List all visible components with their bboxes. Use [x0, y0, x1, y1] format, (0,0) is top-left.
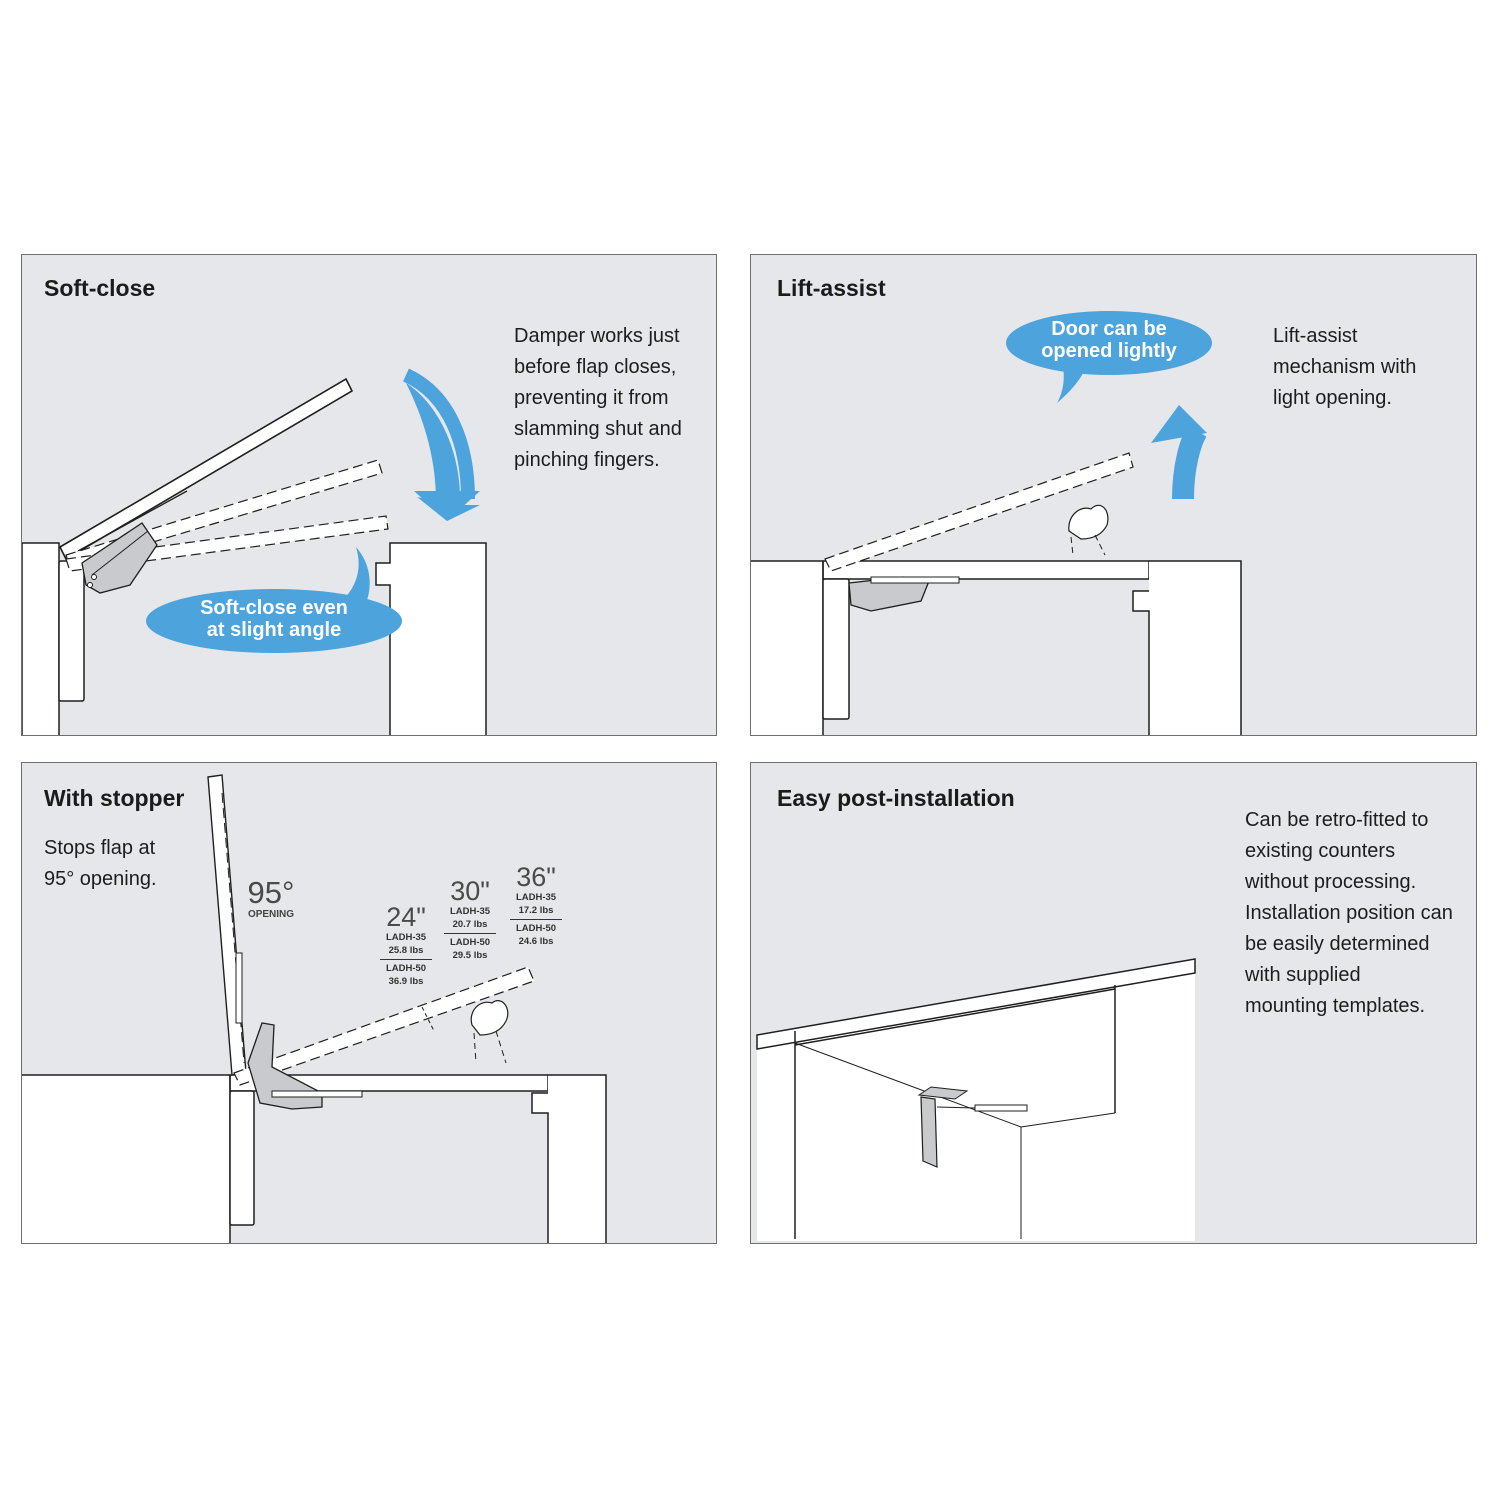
- model-weight: 17.2 lbs: [518, 905, 554, 916]
- description-line: Stops flap at: [44, 837, 156, 859]
- size-value: 24": [386, 902, 426, 932]
- description-line: before flap closes,: [514, 356, 677, 378]
- panel-lift-assist: Lift-assist Lift-assist mechanism with l…: [750, 254, 1477, 736]
- panel-with-stopper: With stopper Stops flap at 95° opening. …: [21, 762, 717, 1244]
- opening-angle-caption: OPENING: [247, 909, 295, 920]
- model-name: LADH-50: [449, 937, 491, 948]
- description-line: slamming shut and: [514, 418, 682, 440]
- panel-post-installation: Easy post-installation Can be retro-fitt…: [750, 762, 1477, 1244]
- size-value: 36": [516, 862, 556, 892]
- spec-divider: [444, 933, 496, 934]
- model-name: LADH-35: [515, 892, 557, 903]
- panel-title: Soft-close: [44, 275, 156, 301]
- model-name: LADH-50: [515, 923, 557, 934]
- lift-assist-illustration: [751, 311, 1242, 735]
- model-name: LADH-35: [449, 906, 491, 917]
- model-name: LADH-50: [385, 963, 427, 974]
- panel-description: Stops flap at 95° opening.: [44, 833, 157, 895]
- model-weight: 20.7 lbs: [452, 919, 488, 930]
- description-line: mechanism with: [1273, 356, 1417, 378]
- callout-text: Door can be opened lightly: [1007, 318, 1211, 362]
- callout-line: Door can be: [1051, 318, 1167, 340]
- description-line: light opening.: [1273, 387, 1392, 409]
- callout-text: Soft-close even at slight angle: [148, 597, 400, 641]
- panel-description: Damper works just before flap closes, pr…: [514, 321, 682, 476]
- description-line: existing counters: [1245, 840, 1396, 862]
- size-spec-24: 24" LADH-35 25.8 lbs LADH-50 36.9 lbs: [380, 903, 432, 988]
- spec-divider: [510, 919, 562, 920]
- description-line: Lift-assist: [1273, 325, 1358, 347]
- callout-line: Soft-close even: [200, 597, 348, 619]
- panel-description: Can be retro-fitted to existing counters…: [1245, 805, 1453, 1022]
- panel-title: Lift-assist: [777, 275, 886, 301]
- spec-divider: [380, 959, 432, 960]
- opening-angle-label: 95° OPENING: [238, 875, 304, 921]
- stopper-illustration: [22, 774, 607, 1243]
- description-line: pinching fingers.: [514, 449, 660, 471]
- description-line: Damper works just: [514, 325, 680, 347]
- opening-angle-value: 95°: [247, 875, 295, 910]
- description-line: 95° opening.: [44, 868, 157, 890]
- panel-description: Lift-assist mechanism with light opening…: [1273, 321, 1416, 414]
- panel-title: With stopper: [44, 785, 185, 811]
- description-line: Can be retro-fitted to: [1245, 809, 1429, 831]
- model-weight: 24.6 lbs: [518, 936, 554, 947]
- description-line: without processing.: [1245, 871, 1417, 893]
- description-line: with supplied: [1245, 964, 1361, 986]
- callout-line: at slight angle: [206, 619, 342, 641]
- model-name: LADH-35: [385, 932, 427, 943]
- model-weight: 29.5 lbs: [452, 950, 488, 961]
- soft-close-illustration: [22, 368, 487, 735]
- description-line: preventing it from: [514, 387, 669, 409]
- model-weight: 36.9 lbs: [388, 976, 424, 987]
- panel-soft-close: Soft-close Damper works just before flap…: [21, 254, 717, 736]
- description-line: mounting templates.: [1245, 995, 1426, 1017]
- size-spec-36: 36" LADH-35 17.2 lbs LADH-50 24.6 lbs: [510, 863, 562, 948]
- size-value: 30": [450, 876, 490, 906]
- model-weight: 25.8 lbs: [388, 945, 424, 956]
- panel-title: Easy post-installation: [777, 785, 1015, 811]
- description-line: be easily determined: [1245, 933, 1430, 955]
- size-spec-30: 30" LADH-35 20.7 lbs LADH-50 29.5 lbs: [444, 877, 496, 962]
- description-line: Installation position can: [1245, 902, 1453, 924]
- post-installation-illustration: [756, 958, 1196, 1241]
- callout-line: opened lightly: [1041, 340, 1177, 362]
